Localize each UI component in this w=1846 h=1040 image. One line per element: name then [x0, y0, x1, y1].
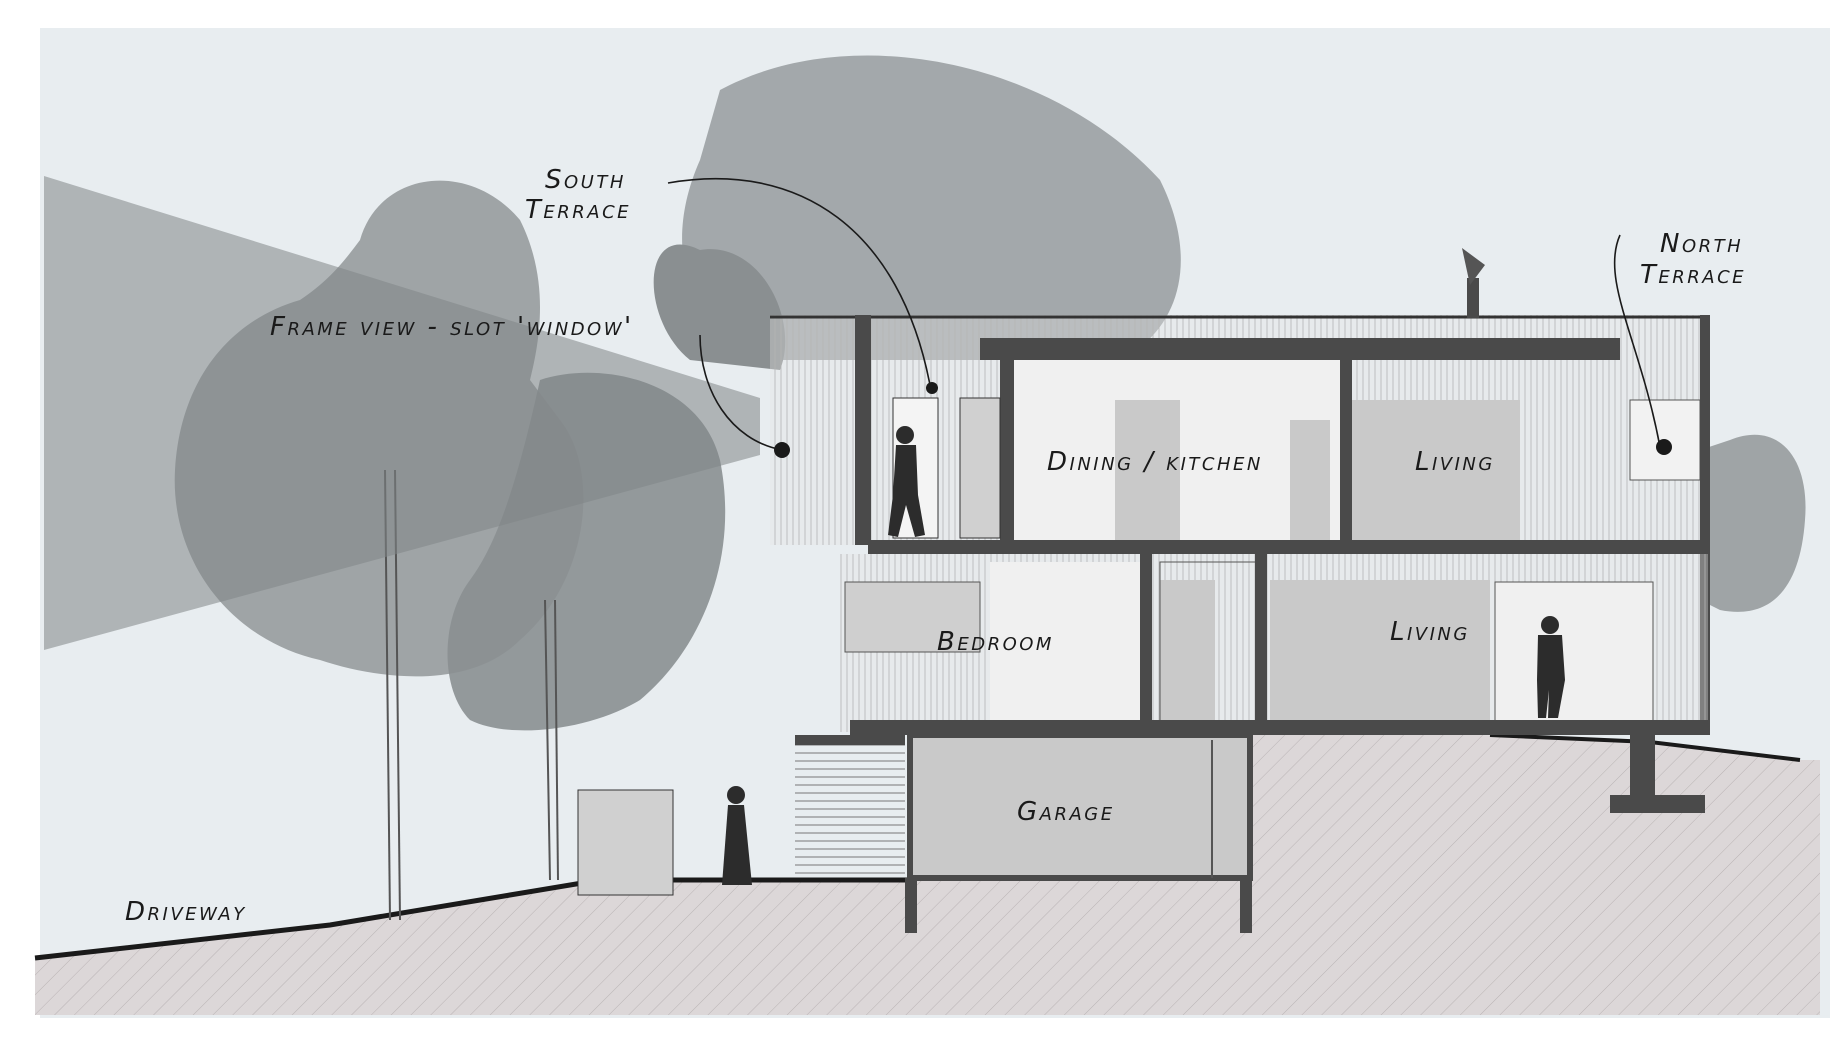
bedroom-room	[990, 562, 1140, 722]
south-terrace-label-2: Terrace	[525, 195, 631, 225]
annotation-leaders	[667, 178, 1661, 451]
labels: South Terrace North Terrace Frame view -…	[125, 165, 1746, 927]
garage-room	[907, 732, 1253, 881]
living-upper-label: Living	[1415, 447, 1495, 477]
driveway-label: Driveway	[125, 897, 247, 927]
dining-kitchen-label: Dining / kitchen	[1047, 447, 1263, 477]
building-section	[577, 248, 1710, 933]
garage-label: Garage	[1017, 797, 1115, 827]
north-terrace-label-2: Terrace	[1640, 260, 1746, 290]
bedroom-label: Bedroom	[937, 627, 1054, 657]
frame-view-label: Frame view - slot 'window'	[270, 312, 634, 342]
living-lower-room	[1270, 580, 1490, 722]
view-cone	[44, 176, 760, 650]
living-lower-label: Living	[1390, 617, 1470, 647]
tree-canopy-right	[1700, 434, 1806, 612]
annotation-dots	[774, 382, 1672, 458]
person-silhouettes	[722, 426, 1565, 885]
tree-canopy-large	[653, 55, 1181, 370]
living-upper-room	[1350, 400, 1520, 540]
north-terrace-label: North	[1660, 229, 1743, 259]
south-terrace-label: South	[545, 165, 626, 195]
